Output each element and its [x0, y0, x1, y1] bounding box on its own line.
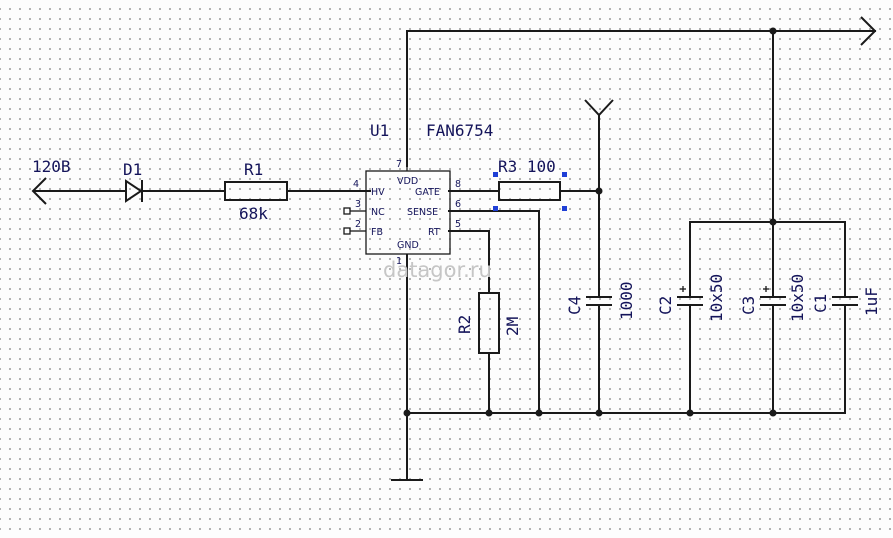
capacitor-c2[interactable]	[677, 286, 703, 306]
wires	[34, 30, 876, 481]
junctions	[403, 27, 777, 417]
pin-1-number: 1	[396, 256, 402, 267]
pin-7-number: 7	[396, 159, 402, 170]
c3-label: C3	[739, 296, 758, 315]
c4-value: 1000	[617, 281, 636, 320]
capacitor-c4[interactable]	[586, 296, 612, 306]
pin-vdd-label: VDD	[397, 176, 418, 187]
pin-5-number: 5	[455, 219, 461, 230]
c3-value: 10x50	[788, 274, 807, 322]
resistor-r2[interactable]	[478, 292, 500, 354]
u1-part-label: FAN6754	[426, 121, 493, 140]
output-arrow	[860, 16, 877, 46]
r2-value: 2M	[503, 317, 522, 336]
resistor-r3[interactable]	[493, 172, 567, 211]
pin-6-number: 6	[455, 199, 461, 210]
u1-label: U1	[370, 121, 389, 140]
pin-3-number: 3	[355, 199, 361, 210]
pin-nc-label: NC	[371, 207, 385, 218]
r3-label: R3 100	[498, 157, 556, 176]
c2-label: C2	[656, 296, 675, 315]
pin-2-number: 2	[355, 219, 361, 230]
r1-value: 68k	[239, 204, 268, 223]
input-arrow	[31, 177, 47, 205]
pin-4-number: 4	[353, 179, 359, 190]
diode-d1[interactable]	[125, 179, 143, 203]
pin-8-number: 8	[455, 179, 461, 190]
c1-value: 1uF	[862, 287, 881, 316]
ic-u1[interactable]	[343, 166, 451, 262]
r2-label: R2	[455, 315, 474, 334]
pin-hv-label: HV	[371, 187, 385, 198]
c4-label: C4	[565, 296, 584, 315]
c1-label: C1	[811, 294, 830, 313]
pin-sense-label: SENSE	[407, 207, 438, 218]
pin-gate-label: GATE	[415, 187, 440, 198]
antenna-symbol	[584, 99, 614, 117]
pin-gnd-label: GND	[397, 240, 419, 251]
d1-label: D1	[123, 160, 142, 179]
resistor-r1[interactable]	[224, 181, 288, 201]
c2-value: 10x50	[707, 274, 726, 322]
pin-rt-label: RT	[428, 227, 440, 238]
watermark: datagor.ru	[383, 258, 492, 282]
r1-label: R1	[244, 160, 263, 179]
pin-fb-label: FB	[371, 227, 383, 238]
capacitor-c3[interactable]	[760, 286, 786, 306]
capacitor-c1[interactable]	[832, 296, 858, 306]
input-voltage-label: 120В	[32, 157, 71, 176]
